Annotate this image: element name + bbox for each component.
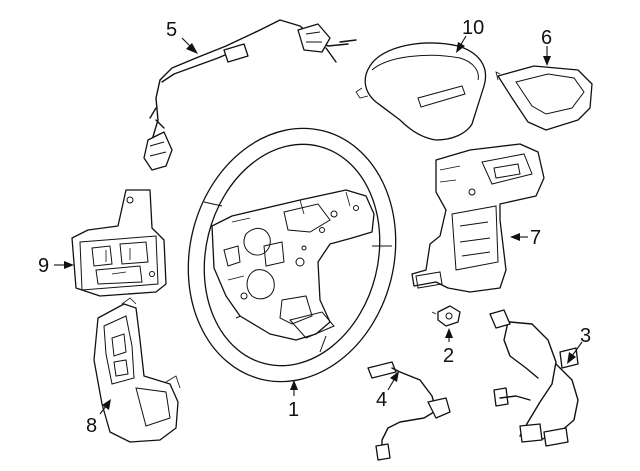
wiring-harness-small	[367, 361, 451, 461]
callout-5: 5	[166, 19, 177, 41]
callout-2: 2	[443, 345, 454, 367]
callout-8: 8	[86, 415, 97, 437]
callout-labels: 1 2 3 4 5 6 7 8 9 10	[38, 17, 591, 437]
wiring-harness-upper	[143, 19, 357, 171]
callout-6: 6	[541, 27, 552, 49]
callout-7: 7	[530, 227, 541, 249]
leader-lines	[54, 35, 583, 415]
steering-wheel	[187, 127, 397, 383]
switch-assembly-left	[93, 297, 181, 443]
trim-bezel	[495, 65, 593, 131]
callout-3: 3	[580, 325, 591, 347]
callout-9: 9	[38, 255, 49, 277]
switch-assembly-right	[411, 143, 545, 293]
fastener	[431, 305, 461, 327]
clockspring-harness	[489, 309, 579, 447]
callout-4: 4	[376, 389, 387, 411]
callout-1: 1	[288, 399, 299, 421]
rear-cover-plate	[71, 189, 167, 297]
callout-10: 10	[462, 17, 484, 39]
airbag-module	[355, 42, 487, 141]
